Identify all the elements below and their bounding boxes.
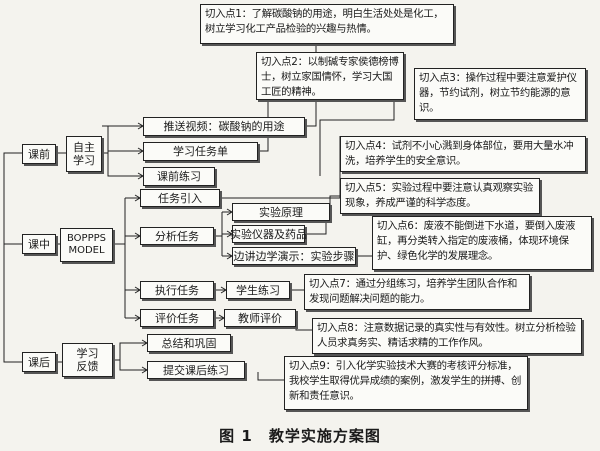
pre-item-video: 推送视频：碳酸钠的用途 <box>143 117 305 136</box>
analyze-demo-steps: 边讲边学演示：实验步骤 <box>232 247 356 265</box>
note-1: 切入点1：了解碳酸钠的用途，明白生活处处是化工，树立学习化工产品检验的兴趣与热情… <box>200 4 454 44</box>
task-intro: 任务引入 <box>140 189 220 207</box>
post-item-submit: 提交课后练习 <box>147 361 245 379</box>
note-3: 切入点3：操作过程中要注意爱护仪器，节约试剂，树立节约能源的意识。 <box>414 68 586 120</box>
task-execute: 执行任务 <box>140 281 214 299</box>
feedback-group: 学习 反馈 <box>62 343 113 377</box>
student-practice: 学生练习 <box>226 281 290 299</box>
analyze-principle: 实验原理 <box>232 203 330 221</box>
pre-item-exercise: 课前练习 <box>143 167 215 186</box>
boppps-model: BOPPPS MODEL <box>60 228 113 262</box>
note-4: 切入点4：试剂不小心溅到身体部位，要用大量水冲洗，培养学生的安全意识。 <box>340 136 586 172</box>
stage-post-class: 课后 <box>22 352 56 372</box>
task-evaluate: 评价任务 <box>140 309 214 327</box>
figure-caption: 图 1 教学实施方案图 <box>219 427 381 445</box>
self-study-group: 自主 学习 <box>66 136 102 172</box>
task-analyze: 分析任务 <box>140 227 214 245</box>
analyze-instruments: 实验仪器及药品 <box>230 225 307 243</box>
note-7: 切入点7：通过分组练习，培养学生团队合作和发现问题解决问题的能力。 <box>304 274 530 310</box>
teacher-evaluation: 教师评价 <box>224 309 296 327</box>
note-8: 切入点8：注意数据记录的真实性与有效性。树立分析检验人员求真务实、精话求精的工作… <box>312 318 582 354</box>
note-9: 切入点9：引入化学实验技术大赛的考核评分标准，我校学生取得优异成绩的案例，激发学… <box>284 356 528 410</box>
stage-pre-class: 课前 <box>22 144 56 164</box>
note-6: 切入点6：废液不能倒进下水道，要倒入废液缸，再分类转入指定的废液桶，体现环境保护… <box>372 216 592 270</box>
post-item-summary: 总结和巩固 <box>147 334 231 352</box>
pre-item-worksheet: 学习任务单 <box>143 142 258 161</box>
stage-in-class: 课中 <box>22 234 56 254</box>
note-5: 切入点5：实验过程中要注意认真观察实验现象，养成严谨的科学态度。 <box>340 178 540 214</box>
note-2: 切入点2：以制碱专家侯德榜博士，树立家国情怀，学习大国工匠的精神。 <box>256 52 404 100</box>
